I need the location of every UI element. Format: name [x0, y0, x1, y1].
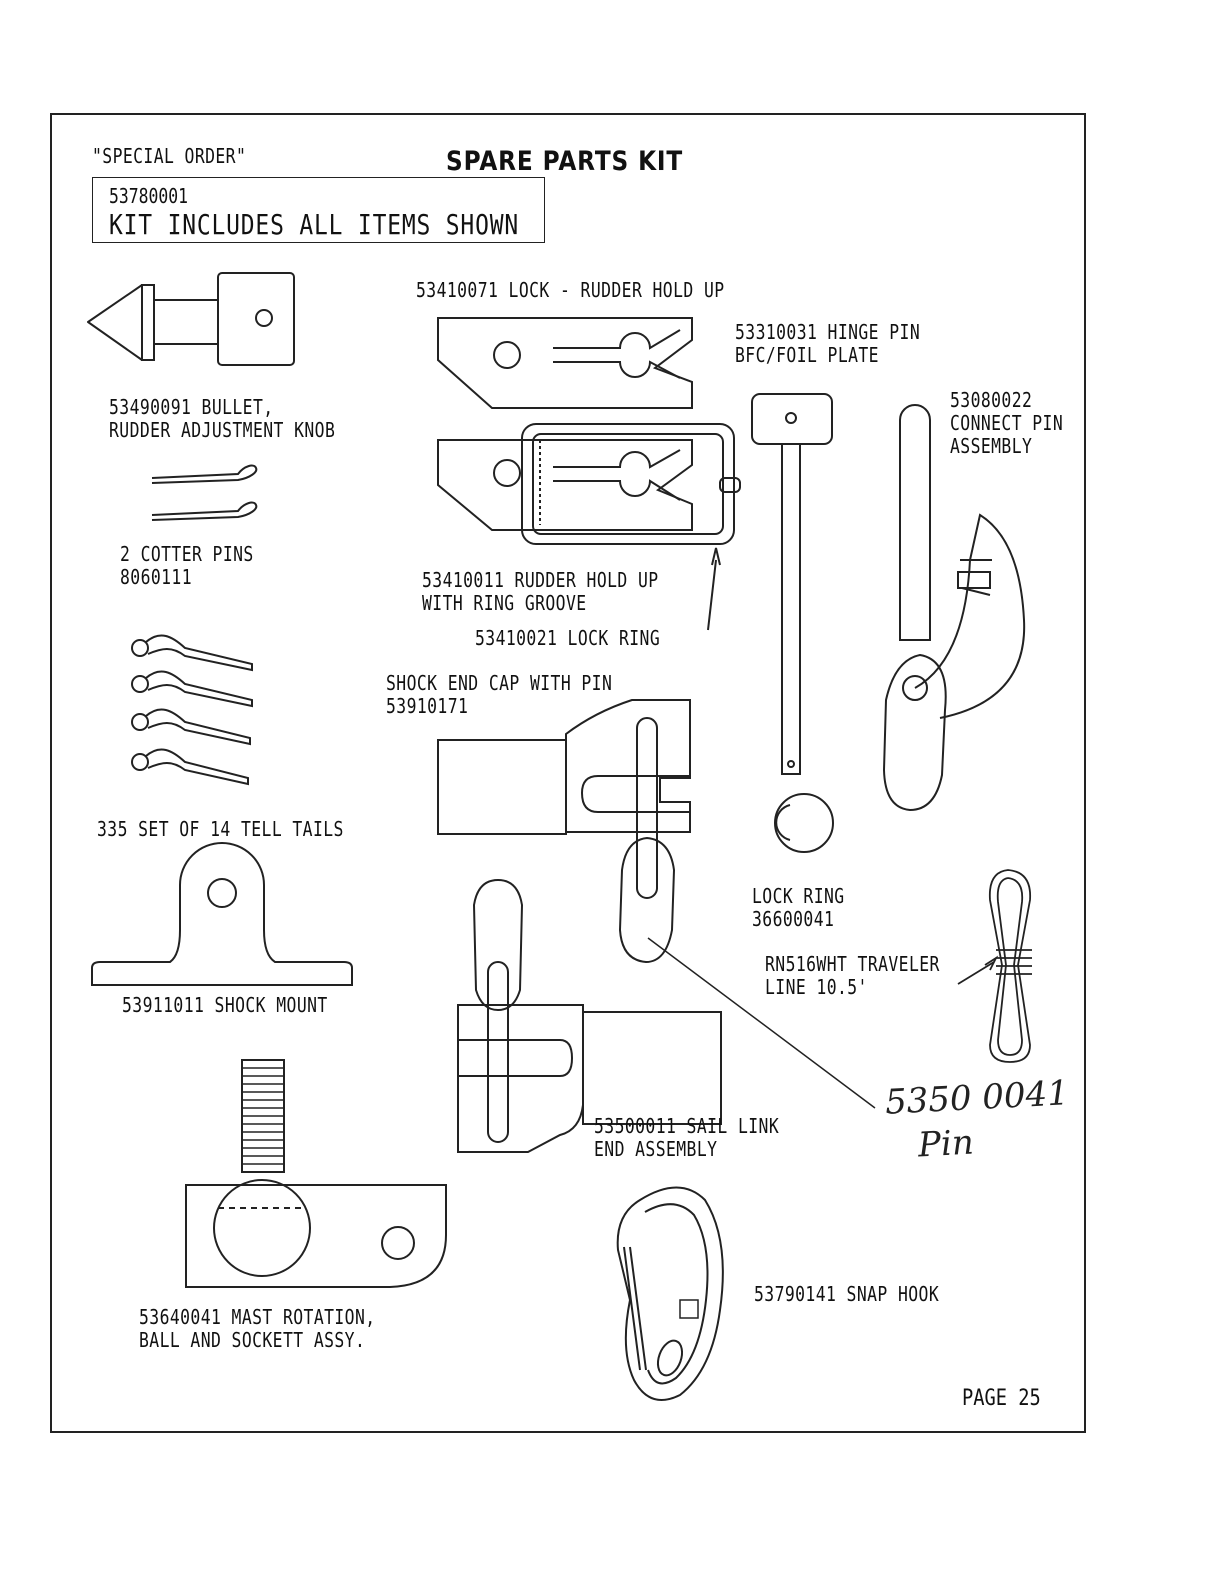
shock-end-cap-drawing	[437, 699, 691, 964]
sail-link-drawing	[457, 878, 722, 1153]
kit-description: KIT INCLUDES ALL ITEMS SHOWN	[109, 208, 520, 241]
hinge-pin-drawing	[751, 393, 834, 853]
tell-tails-drawing	[131, 634, 253, 786]
rudder-hold-up-drawing	[437, 423, 741, 631]
lock-ring-top-label: 53410021 LOCK RING	[475, 626, 661, 650]
kit-box: 53780001 KIT INCLUDES ALL ITEMS SHOWN	[92, 177, 545, 243]
shock-mount-label: 53911011 SHOCK MOUNT	[122, 993, 328, 1017]
drawing-frame	[50, 113, 1086, 1433]
special-order-label: "SPECIAL ORDER"	[92, 144, 247, 168]
pin-leader-line	[647, 937, 876, 1109]
bullet-label: 53490091 BULLET,RUDDER ADJUSTMENT KNOB	[109, 395, 336, 442]
page-number: PAGE 25	[962, 1386, 1041, 1411]
page-title: SPARE PARTS KIT	[446, 146, 684, 177]
cotter-pins-drawing	[151, 464, 258, 521]
kit-number: 53780001	[109, 184, 188, 208]
traveler-line-drawing	[957, 869, 1032, 1063]
lock-rudder-drawing	[437, 317, 693, 409]
bullet-knob-drawing	[87, 272, 295, 366]
lock-rudder-label: 53410071 LOCK - RUDDER HOLD UP	[416, 278, 725, 302]
snap-hook-drawing	[616, 1186, 724, 1401]
shock-mount-drawing	[91, 842, 353, 986]
handwritten-pin: Pin	[916, 1122, 975, 1166]
tell-tails-label: 335 SET OF 14 TELL TAILS	[97, 817, 344, 841]
snap-hook-label: 53790141 SNAP HOOK	[754, 1282, 940, 1306]
connect-pin-drawing	[882, 404, 1026, 812]
mast-rotation-label: 53640041 MAST ROTATION,BALL AND SOCKETT …	[139, 1305, 376, 1352]
mast-rotation-drawing	[185, 1059, 447, 1288]
